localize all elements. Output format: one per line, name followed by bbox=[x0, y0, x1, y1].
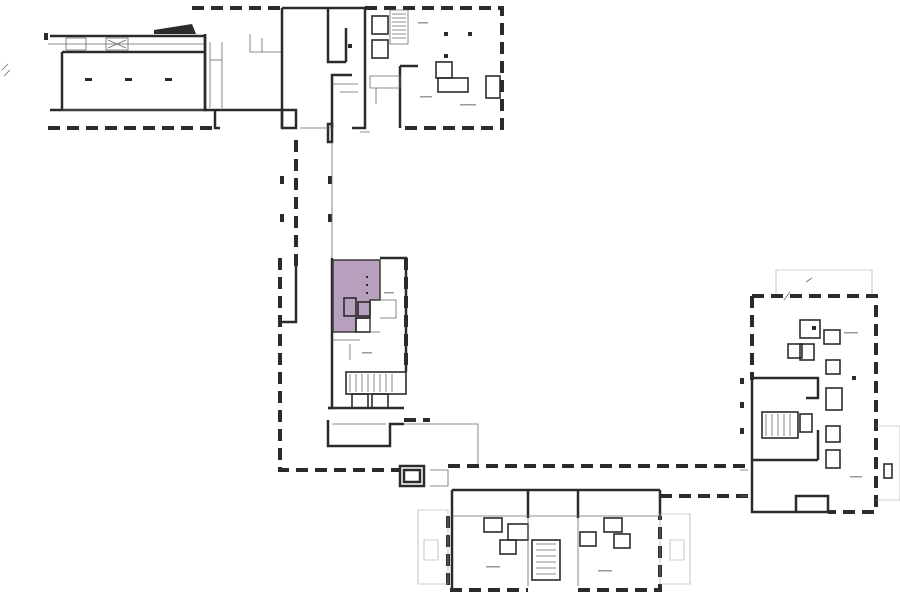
north-west-wing bbox=[1, 6, 282, 130]
east-corridor bbox=[430, 464, 748, 498]
south-block bbox=[417, 488, 691, 592]
north-central-block bbox=[280, 6, 504, 144]
central-block bbox=[278, 256, 479, 488]
east-block bbox=[740, 269, 900, 514]
north-south-connector bbox=[280, 140, 333, 270]
